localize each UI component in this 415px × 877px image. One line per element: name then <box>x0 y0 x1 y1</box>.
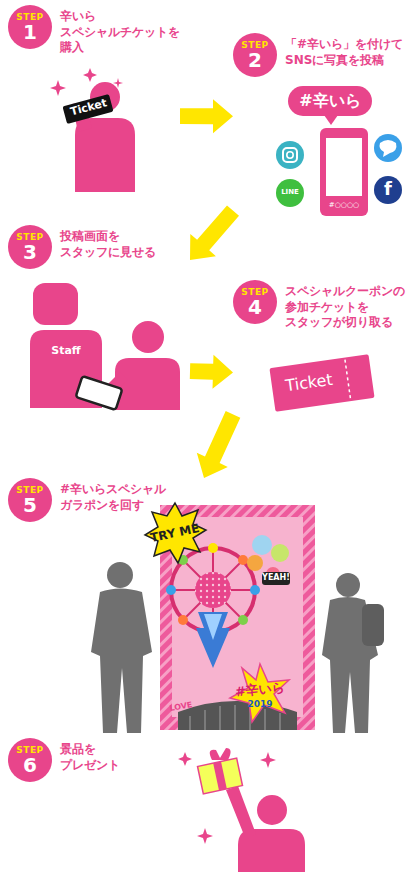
staff-text: Staff <box>30 345 102 357</box>
step-text: スペシャルクーポンの 参加チケットを スタッフが切り取る <box>285 284 413 331</box>
step-word: STEP <box>16 13 43 22</box>
phone-text: #○○○○ <box>326 202 362 210</box>
person-ticket <box>50 68 135 192</box>
step-badge: STEP5 <box>8 478 52 522</box>
step-text: 投稿画面を スタッフに見せる <box>60 229 164 260</box>
icon-text: LINE <box>276 189 304 197</box>
step-number: 1 <box>23 22 37 42</box>
flow-arrow <box>197 411 241 478</box>
step-badge: STEP2 <box>233 33 277 77</box>
step-number: 5 <box>23 495 37 515</box>
step-panel: STEP2 「#辛いら」を付けて SNSに写真を投稿 <box>233 33 410 218</box>
step-number: 2 <box>248 50 262 70</box>
step-number: 4 <box>248 297 262 317</box>
step-panel: STEP3 投稿画面を スタッフに見せる <box>8 225 190 410</box>
coupon-ticket <box>269 354 374 411</box>
step-word: STEP <box>16 746 43 755</box>
flow-arrow <box>190 355 233 389</box>
step-word: STEP <box>241 288 268 297</box>
step-panel: STEP5 #辛いらスペシャル ガラポンを回す <box>8 478 408 733</box>
step-badge: STEP3 <box>8 225 52 269</box>
step-badge: STEP4 <box>233 280 277 324</box>
sticker-text: YEAH! <box>262 574 290 583</box>
step-text: #辛いらスペシャル ガラポンを回す <box>60 482 176 513</box>
step-text: 景品を プレゼント <box>60 742 130 773</box>
flow-arrow <box>180 99 233 133</box>
step-word: STEP <box>241 41 268 50</box>
step-word: STEP <box>16 486 43 495</box>
step-panel: STEP6 景品を プレゼント <box>8 738 308 872</box>
step-badge: STEP6 <box>8 738 52 782</box>
staff-scene <box>30 283 180 410</box>
step-text: 「#辛いら」を付けて SNSに写真を投稿 <box>285 37 413 68</box>
hashtag-bubble-text: #辛いら <box>288 92 372 110</box>
person-present <box>178 748 305 872</box>
flow-arrow <box>190 205 239 260</box>
phone-sns <box>276 86 402 216</box>
step-number: 3 <box>23 242 37 262</box>
garapon-machine <box>145 503 315 730</box>
step-badge: STEP1 <box>8 5 52 49</box>
icon-text: f <box>374 179 402 199</box>
step-panel: STEP4スペシャルクーポンの 参加チケットを スタッフが切り取る <box>233 280 410 420</box>
step-word: STEP <box>16 233 43 242</box>
step-number: 6 <box>23 755 37 775</box>
step-text: 辛いら スペシャルチケットを 購入 <box>60 9 188 56</box>
logo-year: 2019 <box>240 700 280 710</box>
